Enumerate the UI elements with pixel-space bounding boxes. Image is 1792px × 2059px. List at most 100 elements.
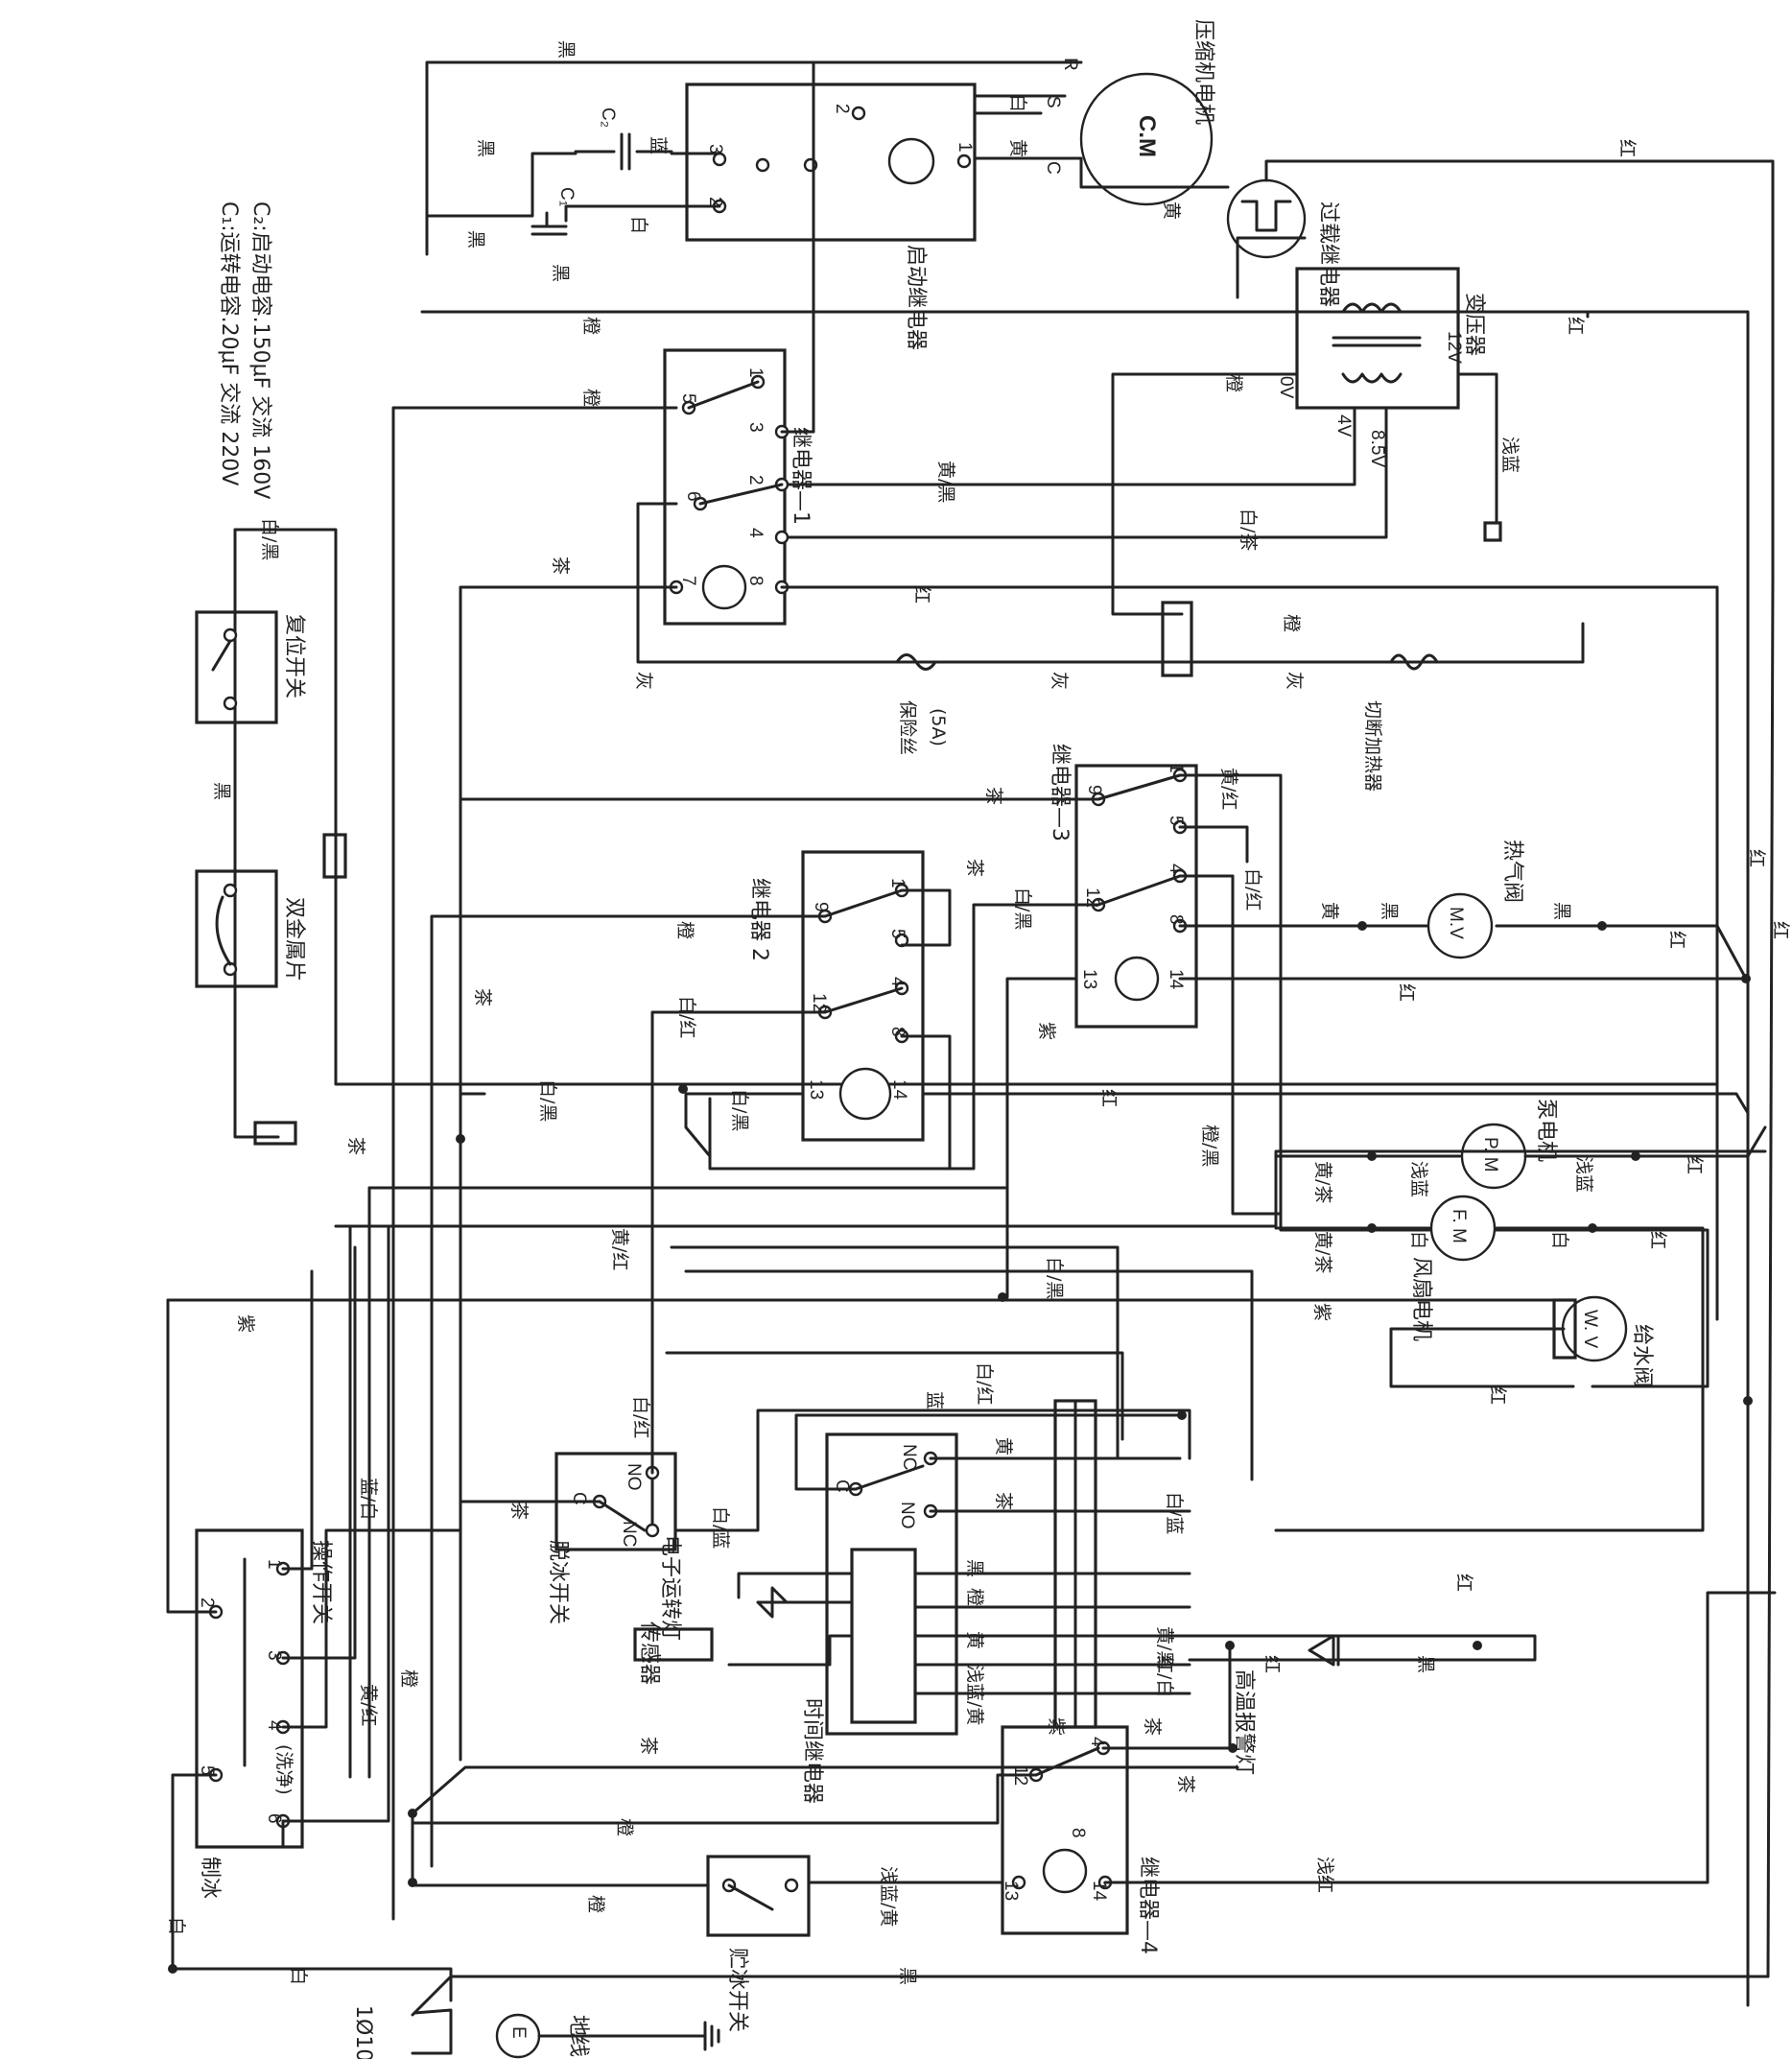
- capacitor-notes: C₁:运转电容.20μF 交流 220V C₂:启动电容.150μF 交流 16…: [217, 201, 272, 499]
- compressor-symbol: C.M: [1134, 115, 1160, 157]
- relay4-coil: [1042, 1848, 1088, 1894]
- svg-text:灰: 灰: [1049, 672, 1070, 690]
- relay1-label: 继电器—1: [789, 427, 813, 525]
- sr-term-2b: 2: [832, 104, 852, 114]
- svg-text:橙: 橙: [585, 1895, 606, 1913]
- svg-text:茶: 茶: [550, 556, 571, 575]
- svg-text:橙: 橙: [614, 1818, 635, 1836]
- storage-switch-box: [706, 1855, 811, 1937]
- svg-text:白/茶: 白/茶: [1238, 509, 1259, 551]
- reset-switch-label: 复位开关: [282, 614, 306, 698]
- compressor-motor-circle: [1079, 72, 1214, 206]
- svg-text:红: 红: [1487, 1386, 1508, 1405]
- water-valve-label: 给水阀: [1630, 1324, 1654, 1387]
- svg-text:茶: 茶: [472, 988, 493, 1006]
- svg-text:黄: 黄: [993, 1437, 1014, 1456]
- svg-text:橙: 橙: [1223, 374, 1244, 392]
- svg-text:黄/红: 黄/红: [609, 1228, 630, 1270]
- svg-text:W. V: W. V: [1580, 1310, 1600, 1348]
- svg-text:2: 2: [745, 475, 766, 485]
- wire-color-labels: 黑 黑 蓝 白 黄 白 黑 黑 黄 红 红 橙 橙 橙 黄/黑 白/茶 浅蓝 茶…: [166, 40, 1791, 1985]
- svg-text:黄: 黄: [1007, 139, 1028, 157]
- c2-label: C₂: [598, 107, 618, 128]
- svg-text:8.5V: 8.5V: [1367, 430, 1387, 467]
- svg-text:白: 白: [166, 1917, 187, 1935]
- svg-text:8: 8: [1166, 914, 1186, 925]
- svg-text:白/黑: 白/黑: [1044, 1257, 1065, 1299]
- svg-text:白: 白: [628, 216, 649, 234]
- svg-text:P. M: P. M: [1480, 1137, 1500, 1172]
- svg-text:1: 1: [887, 878, 908, 888]
- transformer-box: [1295, 267, 1460, 410]
- relay2-box: [801, 850, 925, 1142]
- svg-text:浅红: 浅红: [1314, 1857, 1335, 1893]
- svg-text:12: 12: [1082, 888, 1102, 908]
- svg-text:黑: 黑: [964, 1559, 985, 1577]
- lightblue-terminal: [1483, 521, 1502, 542]
- svg-text:C: C: [832, 1479, 852, 1493]
- svg-text:5: 5: [1166, 816, 1186, 826]
- svg-text:茶: 茶: [964, 859, 985, 877]
- svg-text:浅蓝: 浅蓝: [1573, 1156, 1594, 1193]
- svg-text:黑: 黑: [1551, 902, 1572, 920]
- svg-text:茶: 茶: [638, 1737, 659, 1755]
- connector-block-2: [322, 833, 347, 879]
- svg-text:黑: 黑: [555, 40, 577, 59]
- svg-text:红: 红: [1746, 849, 1767, 867]
- overload-label: 过载继电器: [1316, 201, 1340, 307]
- storage-switch-label: 贮冰开关: [725, 1948, 749, 2032]
- svg-text:紫: 紫: [1036, 1022, 1057, 1040]
- svg-text:NC: NC: [619, 1521, 639, 1547]
- svg-text:9: 9: [1084, 785, 1104, 795]
- svg-text:黑: 黑: [1379, 902, 1400, 920]
- svg-text:白/红: 白/红: [676, 996, 697, 1038]
- svg-text:浅蓝: 浅蓝: [1499, 437, 1521, 473]
- svg-text:4: 4: [1087, 1737, 1107, 1747]
- svg-text:7: 7: [678, 576, 698, 586]
- c1-label: C₁: [556, 187, 577, 206]
- svg-text:茶: 茶: [1142, 1717, 1163, 1736]
- svg-text:F. M: F. M: [1449, 1209, 1469, 1243]
- svg-text:黄: 黄: [964, 1631, 985, 1649]
- svg-text:13: 13: [806, 1079, 826, 1100]
- svg-text:黑: 黑: [465, 230, 486, 248]
- fuse-rating: (5A): [928, 708, 949, 746]
- svg-text:茶: 茶: [345, 1137, 366, 1155]
- svg-text:E: E: [508, 2026, 529, 2039]
- wiring: 5 1 3 6 2 4 7 8 继电器—1 保险丝 (5A) 切断加热器 复位开…: [166, 60, 1777, 2059]
- svg-text:红: 红: [1453, 1574, 1474, 1592]
- sr-term-1: 1: [955, 142, 975, 153]
- svg-text:白/黑: 白/黑: [537, 1079, 558, 1122]
- svg-text:黑: 黑: [1415, 1655, 1436, 1673]
- start-relay-box: [685, 83, 977, 242]
- svg-text:橙/黑: 橙/黑: [1199, 1124, 1220, 1167]
- svg-text:白/黑: 白/黑: [1012, 888, 1033, 930]
- hot-gas-valve-label: 热气阀: [1500, 840, 1524, 903]
- timer-relay-box: [825, 1432, 958, 1736]
- svg-text:黄/茶: 黄/茶: [1312, 1231, 1333, 1273]
- svg-text:红: 红: [1565, 317, 1586, 335]
- svg-text:4: 4: [1166, 864, 1186, 874]
- svg-text:茶: 茶: [993, 1492, 1014, 1510]
- svg-text:14: 14: [1166, 969, 1186, 990]
- svg-text:M.V: M.V: [1446, 907, 1466, 939]
- timer-relay-inner: [850, 1548, 917, 1724]
- relay3-label: 继电器—3: [1048, 744, 1072, 841]
- svg-text:5: 5: [678, 393, 698, 404]
- svg-text:紫: 紫: [1311, 1303, 1332, 1321]
- svg-text:0V: 0V: [1276, 376, 1296, 399]
- svg-text:1: 1: [264, 1559, 284, 1570]
- svg-text:3: 3: [745, 422, 766, 433]
- relay3-coil: [1114, 956, 1160, 1002]
- reset-switch-box: [195, 610, 278, 724]
- svg-text:5: 5: [197, 1765, 217, 1776]
- svg-text:白/蓝: 白/蓝: [710, 1506, 731, 1549]
- svg-text:茶: 茶: [983, 787, 1004, 805]
- svg-text:1: 1: [1166, 763, 1186, 773]
- svg-text:白/红: 白/红: [974, 1362, 995, 1405]
- power-label: 1Ø100V: [351, 2005, 375, 2059]
- bimetal-box: [195, 869, 278, 988]
- svg-text:4: 4: [264, 1720, 284, 1731]
- svg-text:4: 4: [745, 528, 766, 538]
